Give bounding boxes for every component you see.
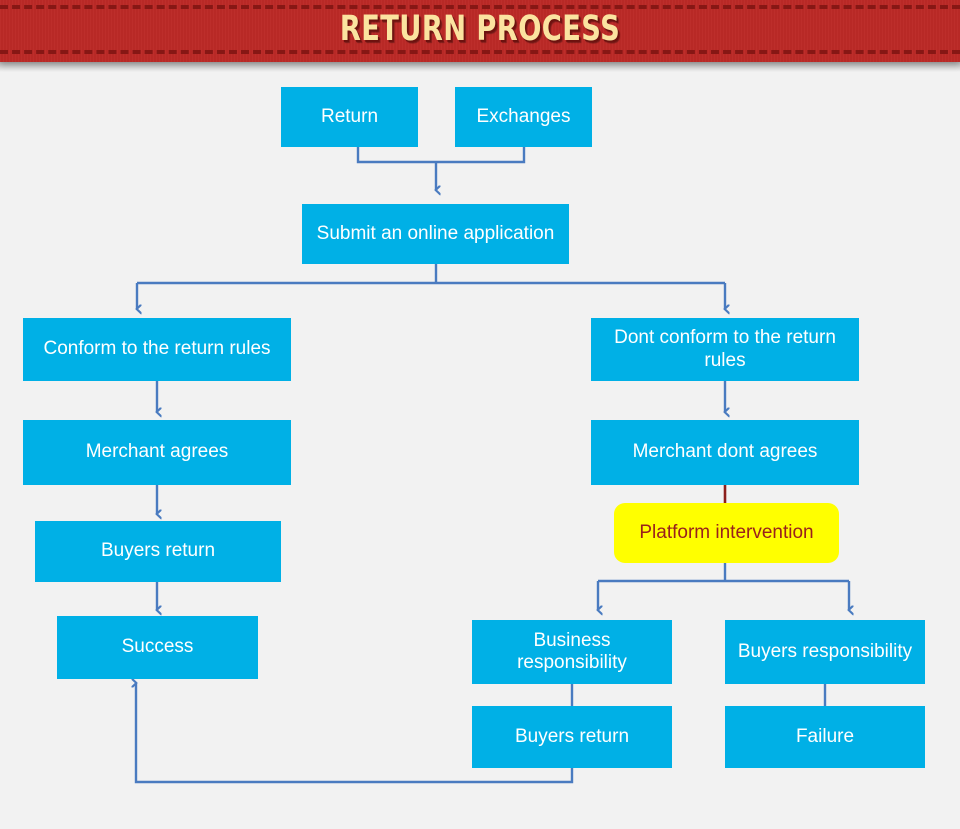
edge-feedback-to-success [136, 683, 574, 784]
node-buyers-return-left[interactable]: Buyers return [35, 521, 281, 582]
node-buyers-return-right[interactable]: Buyers return [472, 706, 672, 768]
page-title: RETURN PROCESS [339, 9, 621, 49]
banner-drop-shadow [0, 62, 960, 72]
node-merchant-dont-agrees[interactable]: Merchant dont agrees [591, 420, 859, 485]
page-header-banner: RETURN PROCESS [0, 0, 960, 62]
node-buyers-responsibility[interactable]: Buyers responsibility [725, 620, 925, 684]
node-success[interactable]: Success [57, 616, 258, 679]
flowchart-connectors [0, 147, 960, 784]
banner-dashed-line-top [0, 5, 960, 9]
node-return[interactable]: Return [281, 87, 418, 147]
node-dont-conform-to-return-rules[interactable]: Dont conform to the return rules [591, 318, 859, 381]
node-submit-online-application[interactable]: Submit an online application [302, 204, 569, 264]
node-exchanges[interactable]: Exchanges [455, 87, 592, 147]
banner-dashed-line-bottom [0, 50, 960, 54]
flowchart-canvas: Return Exchanges Submit an online applic… [0, 62, 960, 829]
edge-return-exchanges-merge [356, 147, 526, 164]
node-failure[interactable]: Failure [725, 706, 925, 768]
node-business-responsibility[interactable]: Business responsibility [472, 620, 672, 684]
node-platform-intervention[interactable]: Platform intervention [614, 503, 839, 563]
node-conform-to-return-rules[interactable]: Conform to the return rules [23, 318, 291, 381]
node-merchant-agrees[interactable]: Merchant agrees [23, 420, 291, 485]
